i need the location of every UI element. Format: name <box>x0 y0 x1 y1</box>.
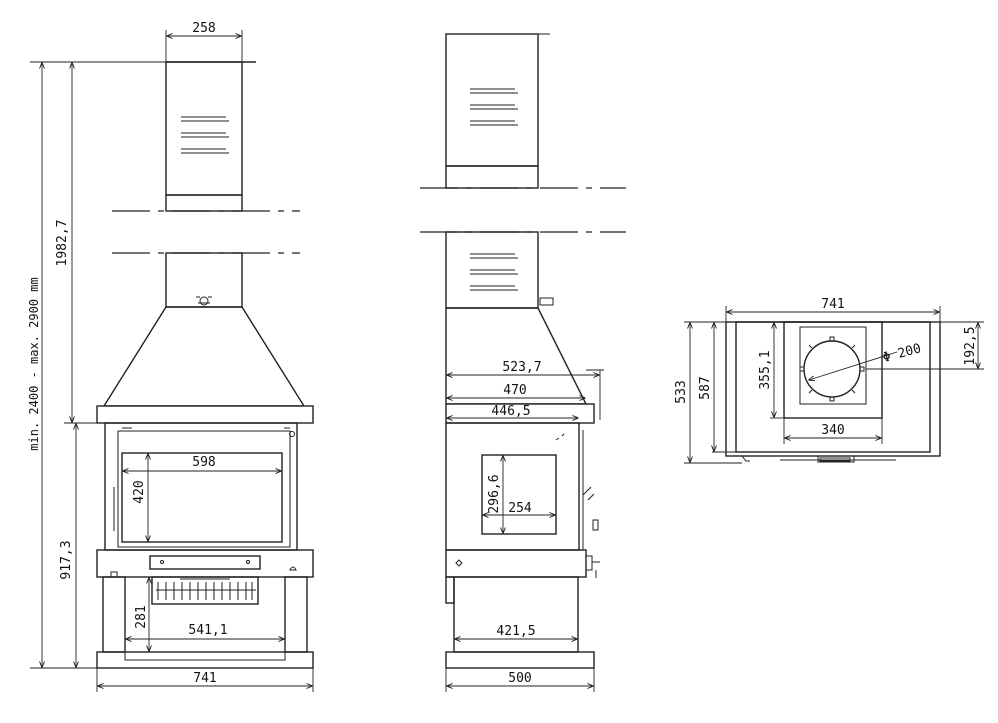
front-small-logo <box>289 566 297 571</box>
side-dim-top-depth: 470 <box>503 383 526 398</box>
top-view: 741 Φ 200 192,5 355,1 340 533 587 <box>674 297 984 464</box>
top-dim-inner-depth: 355,1 <box>758 350 773 389</box>
top-dim-width: 741 <box>821 297 844 312</box>
top-diameter-leader <box>809 351 898 380</box>
side-base <box>445 651 595 669</box>
front-damper-handle <box>196 296 212 306</box>
front-leg-right <box>284 576 308 653</box>
front-door-handle <box>113 487 119 531</box>
front-leg-left <box>102 576 126 653</box>
side-dim-window-width: 254 <box>508 501 532 516</box>
top-dim-flue-offset: 192,5 <box>963 326 978 365</box>
front-base <box>96 651 314 669</box>
side-ash-band <box>445 549 587 578</box>
front-dim-inner-width: 541,1 <box>188 623 227 638</box>
front-chimney-lower <box>165 252 243 308</box>
front-air-grille <box>151 576 259 605</box>
front-dim-glass-width: 598 <box>192 455 215 470</box>
side-window <box>481 454 557 535</box>
side-vent-slots-upper <box>470 88 518 126</box>
front-dim-hood-height: 1982,7 <box>55 220 70 267</box>
side-dim-hood-depth: 523,7 <box>502 360 541 375</box>
front-dim-glass-height: 420 <box>132 480 147 503</box>
side-chimney-upper <box>445 33 539 167</box>
front-top-frame <box>96 405 314 424</box>
front-vent-slots-upper <box>181 116 229 154</box>
front-dim-body-height: 917,3 <box>59 540 74 579</box>
top-flue-circle <box>803 340 861 398</box>
front-dim-chimney-width: 258 <box>192 21 215 36</box>
front-view: 258 min. 2400 - max. 2900 mm 1982,7 917,… <box>27 21 314 692</box>
top-flue-clips <box>799 336 865 402</box>
side-damper-knob <box>539 297 554 306</box>
side-dim-body-depth: 446,5 <box>491 404 530 419</box>
front-chimney-upper <box>165 61 243 196</box>
front-dim-total-height: min. 2400 - max. 2900 mm <box>27 277 41 450</box>
side-dim-base-depth: 500 <box>508 671 531 686</box>
side-door-latch <box>582 486 595 501</box>
top-chimney-square <box>799 326 867 405</box>
top-hood-outline <box>783 321 883 419</box>
side-body <box>445 422 580 551</box>
side-leg <box>453 576 579 653</box>
side-vent-slots-lower <box>470 253 518 291</box>
side-dim-window-height: 296,6 <box>487 474 502 513</box>
front-hood <box>102 306 306 407</box>
top-dim-flue-diameter: Φ 200 <box>881 341 923 366</box>
front-ash-drawer <box>149 555 261 570</box>
front-dim-leg-height: 281 <box>134 605 149 628</box>
front-ash-band <box>96 549 314 578</box>
top-dim-frame-depth: 587 <box>698 376 713 399</box>
side-dim-leg-depth: 421,5 <box>496 624 535 639</box>
front-dim-base-width: 741 <box>193 671 216 686</box>
front-glass-door <box>121 452 283 543</box>
side-view: 523,7 470 446,5 296,6 254 421,5 500 <box>420 33 626 692</box>
top-dim-inner-width: 340 <box>821 423 844 438</box>
top-dim-total-depth: 533 <box>674 380 689 403</box>
